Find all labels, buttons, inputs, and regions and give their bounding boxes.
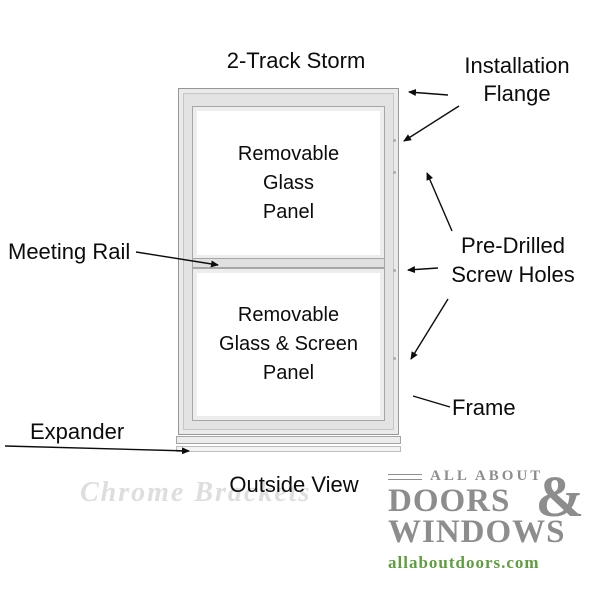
diagram-title: 2-Track Storm xyxy=(226,48,366,73)
line-frame xyxy=(412,395,451,408)
label-expander: Expander xyxy=(30,419,125,444)
label-pre-drilled-screw-holes: Pre-Drilled Screw Holes xyxy=(436,232,590,289)
logo-ampersand: & xyxy=(535,464,584,529)
arrow-installation-flange-lower xyxy=(403,105,460,142)
label-installation-flange-line: Installation xyxy=(464,53,570,78)
top-panel-label-line: Removable xyxy=(237,142,340,165)
company-logo: ALL ABOUT DOORS WINDOWS & allaboutdoors.… xyxy=(388,468,594,573)
logo-main: DOORS WINDOWS & xyxy=(388,468,594,551)
logo-tagline: ALL ABOUT xyxy=(430,468,544,484)
caption-outside-view: Outside View xyxy=(229,472,359,497)
screw-hole xyxy=(393,269,396,272)
label-meeting-rail: Meeting Rail xyxy=(8,239,131,264)
arrow-screw-hole-upper xyxy=(426,172,453,232)
meeting-rail xyxy=(192,258,385,268)
label-pre-drilled-line: Pre-Drilled xyxy=(461,233,565,258)
arrow-screw-hole-lower xyxy=(410,298,449,360)
screw-hole xyxy=(393,139,396,142)
bottom-panel-label-line: Panel xyxy=(262,362,315,384)
screw-hole xyxy=(393,357,396,360)
bottom-panel-label-line: Glass & Screen xyxy=(219,333,358,355)
storm-window-frame: Removable Glass Panel Removable Glass & … xyxy=(178,88,399,435)
bottom-panel-label: Removable Glass & Screen Panel xyxy=(193,269,384,420)
arrow-screw-hole-middle xyxy=(407,266,439,274)
logo-word-windows: WINDOWS xyxy=(388,514,566,551)
expander-strip xyxy=(176,446,401,452)
label-frame: Frame xyxy=(452,395,516,420)
removable-glass-screen-panel: Removable Glass & Screen Panel xyxy=(192,268,385,421)
bottom-panel-label-line: Removable xyxy=(237,304,340,326)
expander-strip xyxy=(176,436,401,444)
arrow-installation-flange-top xyxy=(408,89,449,97)
logo-website: allaboutdoors.com xyxy=(388,552,540,572)
logo-rule xyxy=(388,473,422,480)
logo-words: DOORS WINDOWS xyxy=(388,483,594,551)
logo-top-row: ALL ABOUT xyxy=(388,468,594,485)
label-pre-drilled-line: Screw Holes xyxy=(451,261,575,287)
top-panel-label-line: Glass xyxy=(262,171,315,194)
label-installation-flange: Installation Flange xyxy=(447,52,587,107)
watermark-text: Chrome Brackets xyxy=(80,477,312,508)
screw-hole xyxy=(393,171,396,174)
label-installation-flange-line: Flange xyxy=(483,80,551,106)
top-panel-label-line: Panel xyxy=(262,200,315,223)
arrow-expander xyxy=(4,445,190,455)
logo-word-doors: DOORS xyxy=(388,483,511,519)
removable-glass-panel: Removable Glass Panel xyxy=(192,106,385,260)
top-panel-label: Removable Glass Panel xyxy=(193,107,384,259)
